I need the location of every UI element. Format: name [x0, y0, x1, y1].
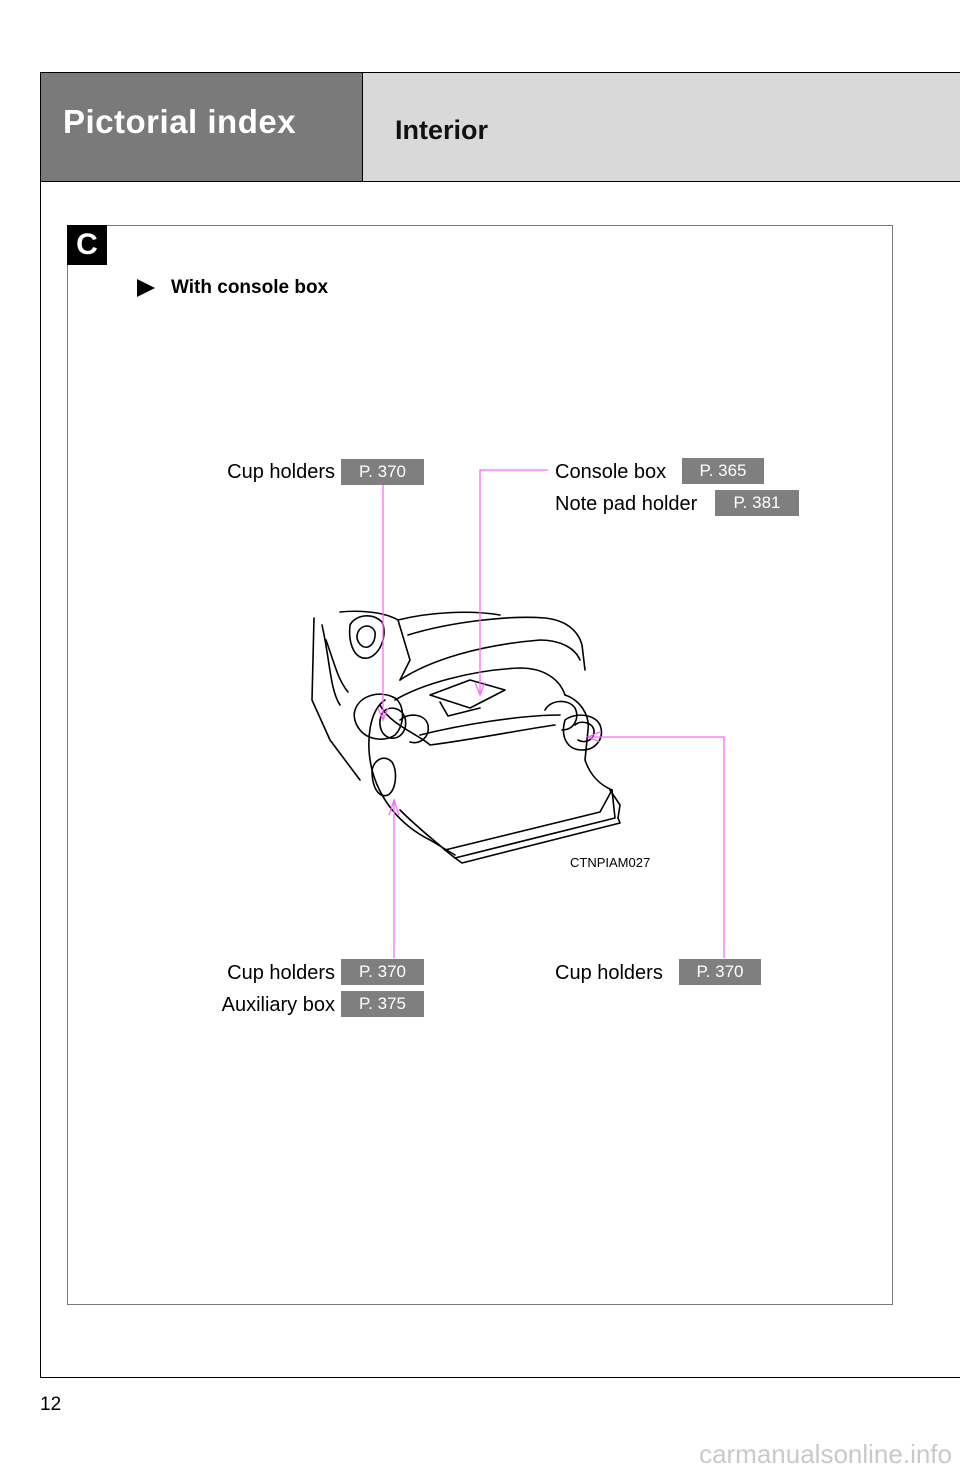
- section-header: Pictorial index: [41, 73, 363, 182]
- watermark: carmanualsonline.info: [699, 1439, 952, 1469]
- page-ref-console-box[interactable]: P. 365: [682, 458, 764, 484]
- page-number: 12: [40, 1394, 62, 1415]
- content-panel: [67, 225, 893, 1305]
- page-ref-cup-holders-top[interactable]: P. 370: [341, 459, 424, 485]
- page-ref-auxiliary-box[interactable]: P. 375: [341, 991, 424, 1017]
- callout-label-cup-holders-bottom-left: Cup holders: [227, 962, 335, 984]
- figure-code: CTNPIAM027: [570, 855, 651, 870]
- callout-label-cup-holders-bottom-right: Cup holders: [555, 962, 663, 984]
- section-title: Pictorial index: [63, 103, 297, 140]
- page-ref-note-pad-holder[interactable]: P. 381: [715, 490, 799, 516]
- callout-label-cup-holders-top: Cup holders: [227, 461, 335, 483]
- page-ref-cup-holders-bottom-right[interactable]: P. 370: [679, 959, 761, 985]
- subtitle: With console box: [171, 277, 329, 298]
- page-ref-cup-holders-bottom-left[interactable]: P. 370: [341, 959, 424, 985]
- topic-title: Interior: [395, 115, 489, 145]
- callout-label-console-box: Console box: [555, 461, 667, 483]
- callout-label-note-pad-holder: Note pad holder: [555, 493, 698, 515]
- section-badge: C: [67, 225, 107, 265]
- triangle-bullet-icon: [137, 279, 155, 297]
- topic-header: Interior: [363, 73, 960, 182]
- page-frame: [40, 72, 960, 1378]
- callout-label-auxiliary-box: Auxiliary box: [221, 994, 335, 1016]
